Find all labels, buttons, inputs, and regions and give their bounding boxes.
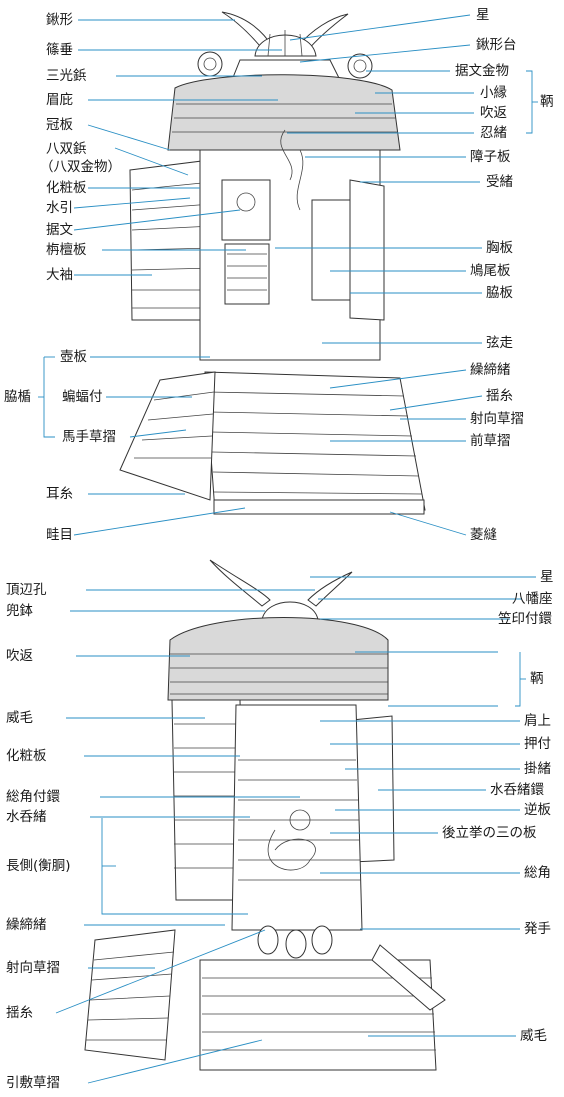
label-tsurubashiri: 弦走 <box>486 335 513 351</box>
label-tehen: 頂辺孔 <box>6 582 47 598</box>
label-imuke-kusazuri-b: 射向草摺 <box>6 960 60 976</box>
label-odoshige-left: 威毛 <box>6 710 33 726</box>
label-hassokanamono: （八双金物） <box>40 159 121 175</box>
label-suemon: 据文 <box>46 222 73 238</box>
label-fukikaeshi: 吹返 <box>480 105 507 121</box>
label-mimiito: 耳糸 <box>46 486 73 502</box>
label-watagami: 肩上 <box>524 713 551 729</box>
label-sakaita: 逆板 <box>524 802 551 818</box>
label-hishinui: 菱縫 <box>470 527 497 543</box>
label-agemaki: 総角 <box>524 865 551 881</box>
label-kyubi-ita: 鳩尾板 <box>470 263 511 279</box>
back-armor <box>84 559 446 1071</box>
label-mete-kusazuri: 馬手草摺 <box>62 429 116 445</box>
label-uneme: 畦目 <box>46 527 73 543</box>
label-agemaki-kan: 総角付鐶 <box>6 789 60 805</box>
label-hoshi-b: 星 <box>540 569 554 585</box>
label-shoji-ita: 障子板 <box>470 149 511 165</box>
label-ushiro-tateage: 後立挙の三の板 <box>442 825 537 841</box>
label-shinodare: 篠垂 <box>46 42 73 58</box>
label-shikoro-top: 鞆 <box>540 94 554 110</box>
label-hachimanza: 八幡座 <box>512 591 553 607</box>
label-imuke-kusazuri: 射向草摺 <box>470 411 524 427</box>
label-uke-o: 受緒 <box>486 174 513 190</box>
label-kuwagatadai: 鍬形台 <box>476 37 517 53</box>
label-sankobyo: 三光鋲 <box>46 68 87 84</box>
label-waidate: 脇楯 <box>4 389 31 405</box>
label-shikoro-b: 鞆 <box>530 671 544 687</box>
label-hassobyo: 八双鋲 <box>46 141 87 157</box>
label-kamuriita: 冠板 <box>46 117 73 133</box>
label-mizunomio: 水呑緒 <box>6 809 47 825</box>
label-mae-kusazuri: 前草摺 <box>470 433 511 449</box>
label-hikishiki-kusazuri: 引敷草摺 <box>6 1075 60 1091</box>
label-waki-ita: 脇板 <box>486 285 513 301</box>
label-hotte: 発手 <box>524 921 551 937</box>
label-hoshi: 星 <box>476 7 490 23</box>
label-mizuhiki: 水引 <box>46 200 73 216</box>
label-suemonkanamono: 据文金物 <box>455 63 509 79</box>
label-munaita: 胸板 <box>486 240 513 256</box>
label-shinobinoo: 忍緒 <box>480 125 507 141</box>
label-kewaiita: 化粧板 <box>46 180 87 196</box>
label-yurugi-ito-b: 揺糸 <box>6 1005 33 1021</box>
label-mizunomio-kan: 水呑緒鐶 <box>490 782 544 798</box>
label-oshitsuke: 押付 <box>524 736 551 752</box>
label-odoshige-right: 威毛 <box>520 1028 547 1044</box>
label-tsuboita: 壺板 <box>60 349 87 365</box>
label-takahimo: 掛緒 <box>524 761 551 777</box>
label-kasajirushi-kan: 笠印付鐶 <box>498 611 552 627</box>
label-kewaiita-b: 化粧板 <box>6 748 47 764</box>
label-kuwagata: 鍬形 <box>46 12 73 28</box>
label-mabisashi: 眉庇 <box>46 92 73 108</box>
label-nagagawa: 長側(衡胴) <box>6 858 71 874</box>
leader-lines <box>38 14 538 1084</box>
label-fukikaeshi-b: 吹返 <box>6 648 33 664</box>
label-koberi: 小縁 <box>480 85 507 101</box>
label-sendannoita: 栴檀板 <box>46 242 87 258</box>
label-yurugi-ito: 揺糸 <box>486 388 513 404</box>
label-kurijime-o-b: 繰締緒 <box>6 917 47 933</box>
label-komorizuke: 蝙蝠付 <box>62 389 103 405</box>
label-osode: 大袖 <box>46 267 73 283</box>
label-hachi: 兜鉢 <box>6 603 33 619</box>
front-armor <box>119 11 426 515</box>
label-kurijime-o: 繰締緒 <box>470 362 511 378</box>
